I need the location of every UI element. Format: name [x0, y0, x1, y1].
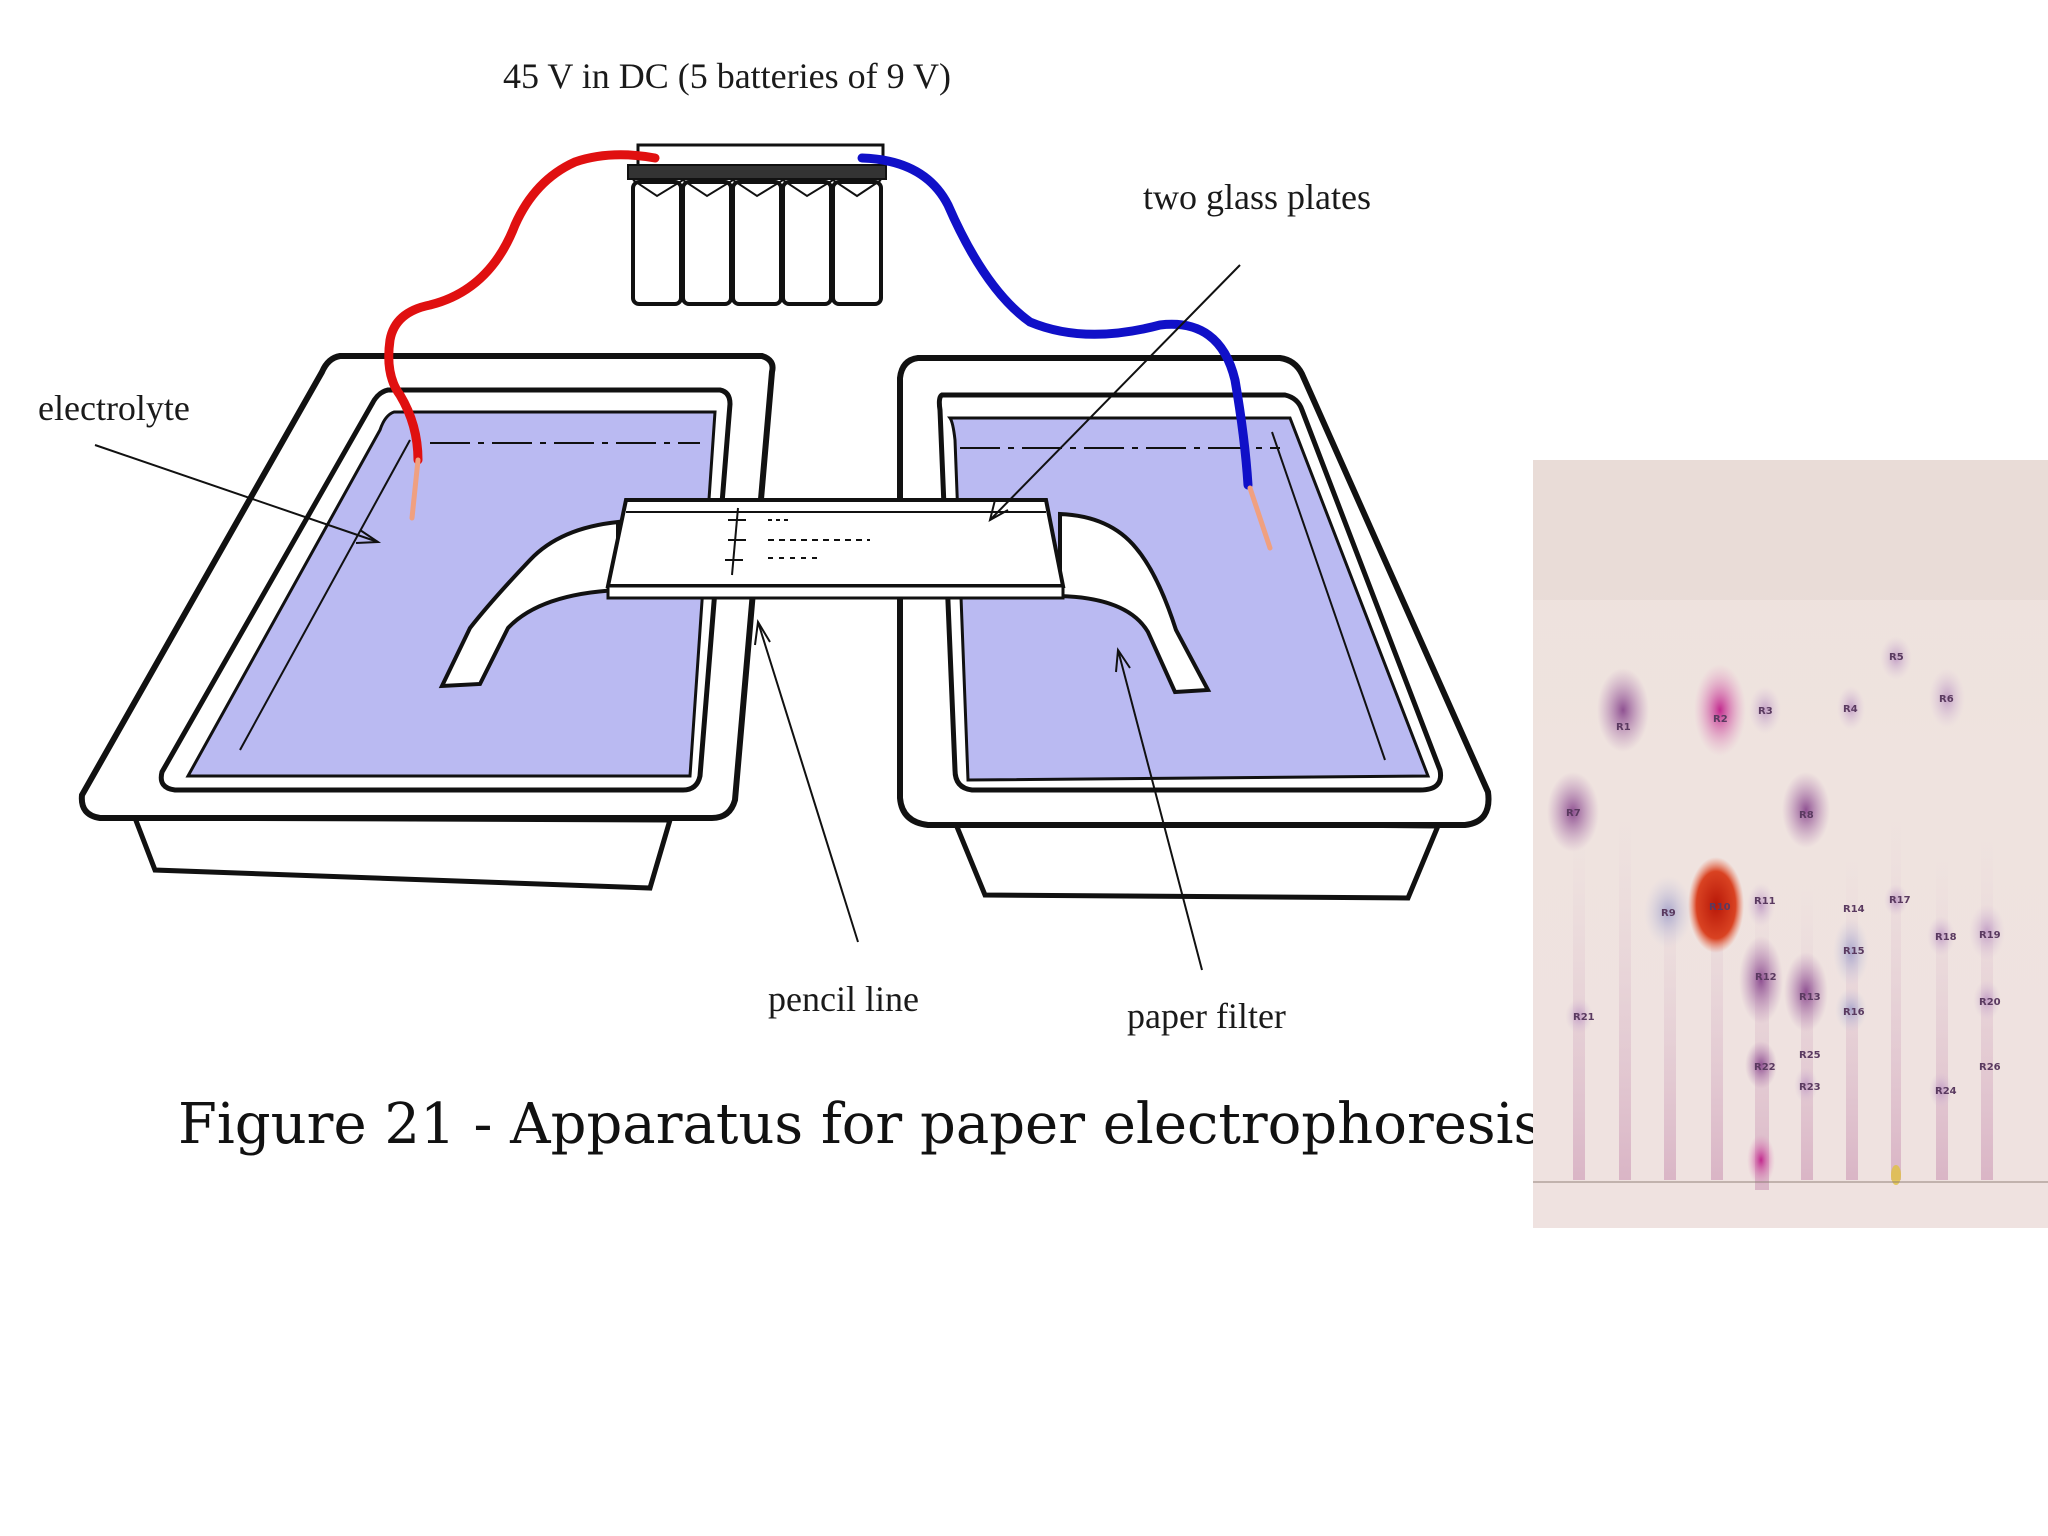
electrolyte-label: electrolyte: [38, 388, 190, 428]
svg-text:R15: R15: [1843, 946, 1865, 957]
svg-text:R16: R16: [1843, 1007, 1865, 1018]
pencil-line-label: pencil line: [768, 979, 919, 1019]
separated-spots: [1547, 636, 2005, 1186]
two-glass-plates-label: two glass plates: [1143, 177, 1371, 217]
svg-text:R20: R20: [1979, 997, 2001, 1008]
svg-text:R21: R21: [1573, 1012, 1595, 1023]
svg-text:R11: R11: [1754, 896, 1776, 907]
svg-text:R9: R9: [1661, 908, 1676, 919]
leader-lines: [94, 264, 1241, 971]
paper-filter-strips: [438, 511, 1212, 695]
svg-text:R24: R24: [1935, 1086, 1957, 1097]
left-tray: [78, 353, 776, 891]
svg-text:R3: R3: [1758, 706, 1773, 717]
chromatogram-photo: R1 R2 R3 R4 R5 R6 R7 R8 R9 R10 R11 R12 R…: [1533, 460, 2048, 1228]
svg-text:R25: R25: [1799, 1050, 1821, 1061]
figure-caption: Figure 21 - Apparatus for paper electrop…: [178, 1092, 1560, 1157]
svg-text:R14: R14: [1843, 904, 1865, 915]
negative-wire: [857, 153, 1253, 490]
svg-text:R10: R10: [1709, 902, 1731, 913]
glass-plates: [605, 498, 1066, 600]
svg-text:R22: R22: [1754, 1062, 1776, 1073]
svg-text:R5: R5: [1889, 652, 1904, 663]
svg-text:R23: R23: [1799, 1082, 1821, 1093]
right-tray: [897, 355, 1492, 901]
svg-text:R19: R19: [1979, 930, 2001, 941]
svg-text:R18: R18: [1935, 932, 1957, 943]
battery-pack: [627, 143, 887, 306]
svg-text:R12: R12: [1755, 972, 1777, 983]
svg-text:R6: R6: [1939, 694, 1954, 705]
svg-text:R17: R17: [1889, 895, 1911, 906]
lane-streaks: [1573, 820, 1993, 1190]
power-supply-label: 45 V in DC (5 batteries of 9 V): [503, 56, 951, 96]
positive-wire: [384, 150, 660, 465]
spot-labels: R1 R2 R3 R4 R5 R6 R7 R8 R9 R10 R11 R12 R…: [1566, 652, 2001, 1097]
svg-text:R2: R2: [1713, 714, 1728, 725]
svg-text:R4: R4: [1843, 704, 1858, 715]
paper-filter-label: paper filter: [1127, 996, 1286, 1036]
svg-text:R13: R13: [1799, 992, 1821, 1003]
electrophoresis-diagram: 45 V in DC (5 batteries of 9 V): [38, 56, 1560, 1157]
svg-text:R7: R7: [1566, 808, 1581, 819]
svg-text:R26: R26: [1979, 1062, 2001, 1073]
svg-text:R1: R1: [1616, 722, 1631, 733]
svg-text:R8: R8: [1799, 810, 1814, 821]
